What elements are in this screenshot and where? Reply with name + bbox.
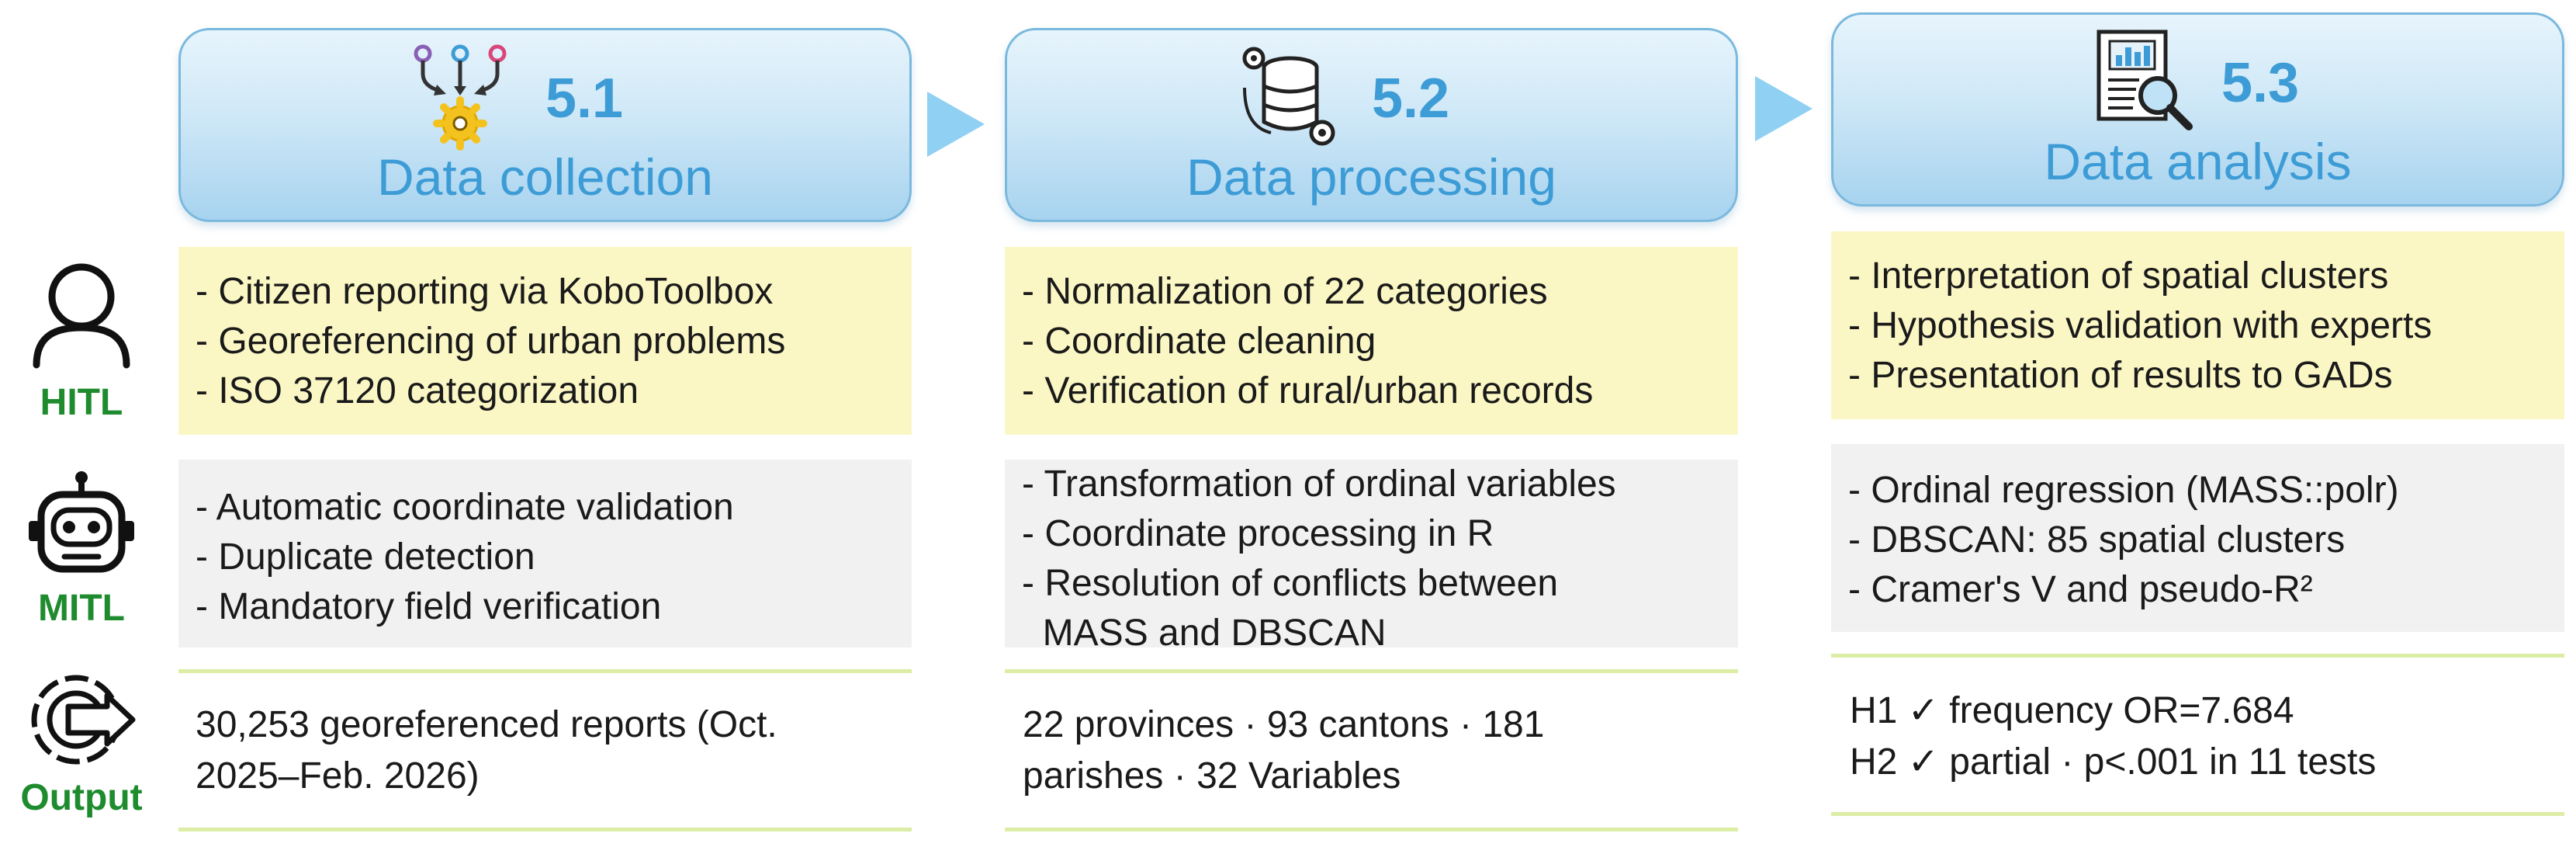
report-magnifier-icon bbox=[2096, 30, 2193, 130]
output-processing-text: 22 provinces · 93 cantons · 181 parishes… bbox=[1023, 704, 1545, 797]
output-rule-top bbox=[1831, 654, 2564, 658]
stage-number: 5.3 bbox=[2221, 52, 2300, 114]
output-label: Output bbox=[20, 777, 143, 818]
mitl-collection-box: - Automatic coordinate validation - Dupl… bbox=[178, 460, 912, 647]
hitl-collection-box: - Citizen reporting via KoboToolbox - Ge… bbox=[178, 247, 912, 435]
person-icon bbox=[33, 263, 130, 369]
mitl-row-header: MITL bbox=[4, 470, 159, 637]
output-arrow-icon bbox=[31, 675, 136, 765]
flow-arrow bbox=[927, 92, 985, 157]
stage-title: Data processing bbox=[1186, 148, 1556, 206]
stage-data-collection: 5.1 Data collection bbox=[178, 28, 912, 222]
stage-data-processing: 5.2 Data processing bbox=[1005, 28, 1738, 222]
output-rule-bottom bbox=[178, 828, 912, 831]
flow-arrow bbox=[1755, 76, 1813, 141]
stage-number: 5.2 bbox=[1372, 68, 1450, 130]
stage-title: Data collection bbox=[377, 148, 713, 206]
stage-number: 5.1 bbox=[545, 68, 624, 130]
hitl-analysis-box: - Interpretation of spatial clusters - H… bbox=[1831, 231, 2564, 419]
database-gear-icon bbox=[1242, 47, 1335, 146]
mitl-analysis-box: - Ordinal regression (MASS::polr) - DBSC… bbox=[1831, 444, 2564, 632]
output-rule-bottom bbox=[1831, 812, 2564, 816]
mitl-label: MITL bbox=[38, 588, 125, 629]
stage-title: Data analysis bbox=[2044, 133, 2352, 190]
output-rule-bottom bbox=[1005, 828, 1738, 831]
robot-icon bbox=[29, 471, 134, 573]
stage-data-analysis: 5.3 Data analysis bbox=[1831, 12, 2564, 207]
output-rule-top bbox=[1005, 669, 1738, 673]
mitl-processing-box: - Transformation of ordinal variables - … bbox=[1005, 460, 1738, 654]
output-row-header: Output bbox=[4, 669, 159, 824]
output-collection-text: 30,253 georeferenced reports (Oct. 2025–… bbox=[196, 704, 777, 797]
hitl-label: HITL bbox=[40, 382, 123, 423]
hitl-row-header: HITL bbox=[4, 256, 159, 427]
workflow-gear-icon bbox=[414, 44, 507, 151]
output-rule-top bbox=[178, 669, 912, 673]
output-analysis-text: H1 ✓ frequency OR=7.684 H2 ✓ partial · p… bbox=[1850, 690, 2377, 783]
hitl-processing-box: - Normalization of 22 categories - Coord… bbox=[1005, 247, 1738, 435]
